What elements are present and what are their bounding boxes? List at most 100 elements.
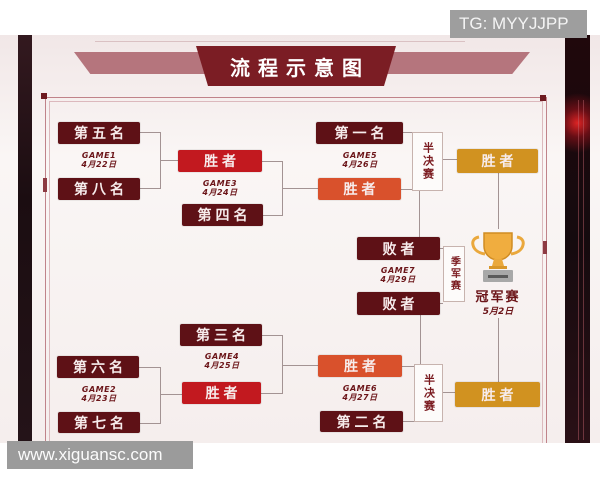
seed-box-5th: 第五名 — [58, 122, 140, 144]
connector-line — [441, 159, 457, 160]
game6-label: GAME6 4月27日 — [330, 384, 390, 402]
tg-contact-badge: TG: MYYJJPP — [450, 10, 587, 38]
right-deco-line — [578, 100, 579, 440]
seed-box-7th: 第七名 — [58, 412, 140, 433]
connector-line — [160, 160, 178, 161]
seed-label: 第二名 — [336, 414, 391, 431]
seed-box-4th: 第四名 — [182, 204, 263, 226]
game-name: GAME1 — [81, 151, 117, 160]
game4-label: GAME4 4月25日 — [192, 352, 252, 370]
game2-label: GAME2 4月23日 — [70, 385, 128, 403]
connector-line — [140, 423, 160, 424]
third-place-label: 季军赛 — [443, 246, 465, 302]
final-label: 冠军赛 — [468, 286, 528, 305]
banner-back-line — [95, 41, 465, 42]
game-name: GAME2 — [81, 385, 117, 394]
semifinal-label-bottom: 半决赛 — [414, 364, 443, 422]
connector-line — [282, 365, 318, 366]
game-date: 4月26日 — [342, 160, 378, 169]
game-date: 4月22日 — [81, 160, 117, 169]
connector-line — [261, 393, 282, 394]
connector-line — [263, 215, 282, 216]
connector-line — [282, 335, 283, 394]
frame-tick — [543, 241, 547, 254]
third-place-text: 季军赛 — [448, 256, 460, 292]
winner-box-game2: 胜者 — [182, 382, 261, 404]
winner-label: 胜者 — [343, 182, 380, 198]
winner-box-game3: 胜者 — [318, 178, 401, 200]
banner-left-wing — [74, 52, 210, 74]
left-dark-strip — [18, 35, 32, 443]
website-watermark: www.xiguansc.com — [7, 441, 193, 469]
loser-label: 败者 — [382, 241, 419, 258]
winner-label: 胜者 — [205, 386, 242, 402]
bracket-frame-outer — [45, 97, 547, 443]
seed-label: 第七名 — [74, 415, 128, 432]
connector-line — [441, 392, 455, 393]
semifinal-winner-box-bottom: 胜者 — [455, 382, 540, 407]
connector-line — [282, 188, 318, 189]
game-name: GAME5 — [342, 151, 378, 160]
seed-box-1st: 第一名 — [316, 122, 403, 144]
connector-line — [160, 367, 161, 424]
winner-box-game1: 胜者 — [178, 150, 262, 172]
seed-label: 第四名 — [197, 208, 252, 224]
final-date: 5月2日 — [470, 304, 526, 317]
game-name: GAME6 — [342, 384, 378, 393]
connector-line — [403, 132, 412, 133]
seed-box-2nd: 第二名 — [320, 411, 403, 432]
connector-line — [440, 303, 443, 304]
game-date: 4月25日 — [204, 361, 240, 370]
winner-box-game4: 胜者 — [318, 355, 402, 377]
winner-label: 胜者 — [204, 154, 240, 170]
semifinal-winner-box-top: 胜者 — [457, 149, 538, 173]
winner-label: 胜者 — [344, 359, 380, 375]
seed-label: 第五名 — [74, 126, 128, 142]
semifinal-text: 半决赛 — [422, 373, 436, 413]
bracket-frame-inner — [49, 101, 543, 443]
game-date: 4月24日 — [202, 188, 238, 197]
seed-label: 第三名 — [196, 328, 250, 344]
game-name: GAME7 — [380, 266, 416, 275]
game-date: 4月23日 — [81, 394, 117, 403]
trophy-icon — [471, 232, 525, 282]
frame-corner-dot — [41, 93, 47, 99]
banner-right-wing — [382, 52, 530, 74]
seed-box-8th: 第八名 — [58, 178, 140, 200]
connector-line — [262, 161, 282, 162]
game-date: 4月29日 — [380, 275, 416, 284]
connector-line — [139, 367, 160, 368]
game-name: GAME3 — [202, 179, 238, 188]
connector-line — [498, 173, 499, 229]
game-name: GAME4 — [204, 352, 240, 361]
loser-box-bottom: 败者 — [357, 292, 440, 315]
seed-label: 第六名 — [73, 360, 127, 376]
connector-line — [401, 189, 412, 190]
semifinal-text: 半决赛 — [421, 142, 435, 181]
right-deco-line — [583, 100, 584, 440]
page-title: 流程示意图 — [230, 55, 370, 80]
game1-label: GAME1 4月22日 — [70, 151, 128, 169]
connector-line — [440, 248, 443, 249]
connector-line — [262, 335, 282, 336]
connector-line — [403, 421, 414, 422]
video-frame: 流程示意图 — [0, 35, 600, 443]
game5-label: GAME5 4月26日 — [330, 151, 390, 169]
connector-line — [420, 315, 421, 364]
game-date: 4月27日 — [342, 393, 378, 402]
connector-line — [498, 318, 499, 382]
loser-label: 败者 — [382, 296, 419, 313]
game3-label: GAME3 4月24日 — [190, 179, 250, 197]
seed-box-3rd: 第三名 — [180, 324, 262, 346]
connector-line — [160, 394, 182, 395]
connector-line — [140, 188, 160, 189]
winner-label: 胜者 — [481, 387, 518, 404]
connector-line — [140, 132, 160, 133]
tg-contact-text: TG: MYYJJPP — [459, 14, 569, 33]
seed-label: 第一名 — [334, 126, 389, 142]
game7-label: GAME7 4月29日 — [368, 266, 428, 284]
final-text: 冠军赛 — [475, 290, 521, 305]
loser-box-top: 败者 — [357, 237, 440, 260]
final-date-text: 5月2日 — [482, 307, 514, 317]
